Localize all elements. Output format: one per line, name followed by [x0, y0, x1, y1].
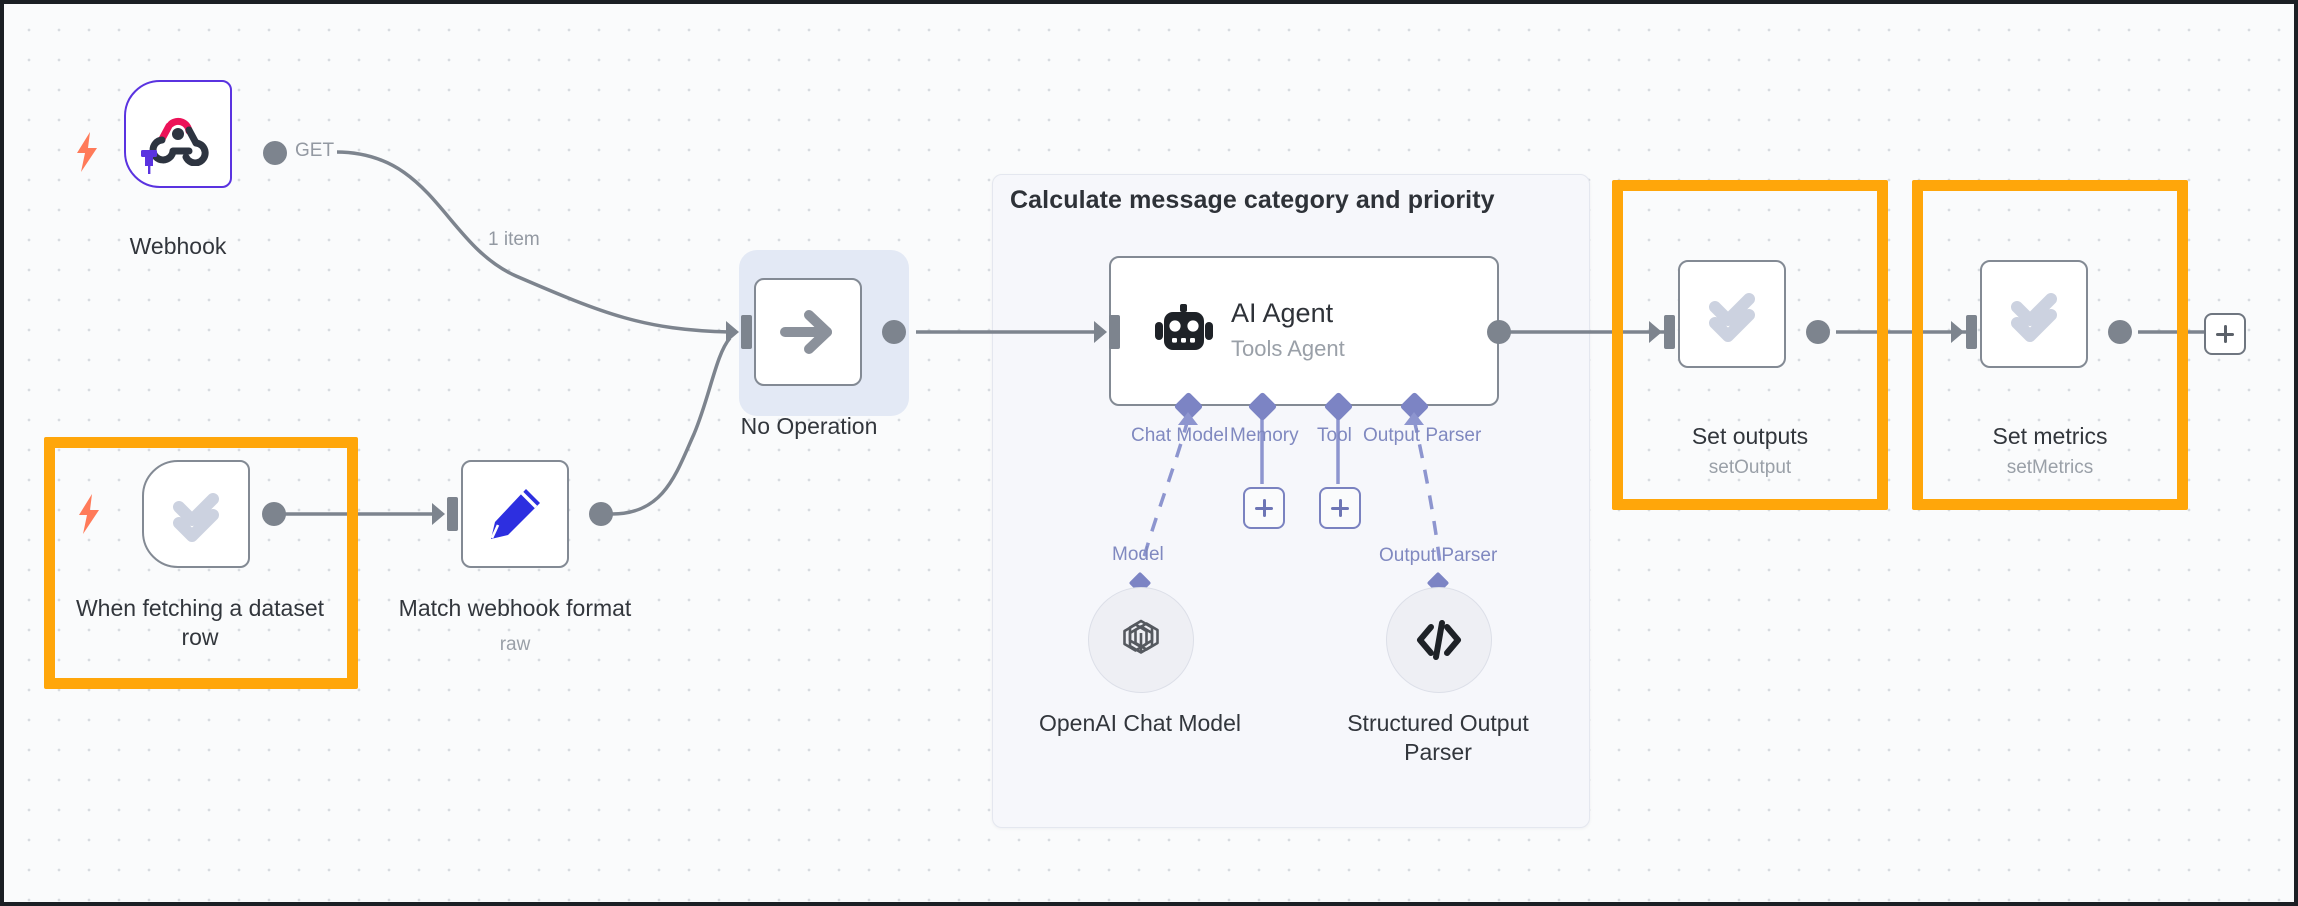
double-check-icon — [165, 483, 227, 545]
add-memory-button[interactable] — [1243, 487, 1285, 529]
input-endpoint-set-metrics[interactable] — [1966, 315, 1977, 349]
connection-label-items: 1 item — [485, 229, 543, 251]
arrow-right-icon — [777, 301, 839, 363]
openai-icon — [1116, 615, 1166, 665]
port-label-tool: Tool — [1317, 425, 1352, 446]
node-sublabel-match-webhook-format: raw — [499, 634, 531, 655]
node-label-set-outputs: Set outputs — [1691, 423, 1809, 449]
code-brackets-icon — [1414, 618, 1464, 662]
input-arrow-set-outputs — [1649, 321, 1662, 343]
node-label-when-fetching-a-dataset-row: When fetching a dataset row — [75, 595, 325, 651]
port-label-memory: Memory — [1230, 425, 1299, 446]
node-label-openai-chat-model: OpenAI Chat Model — [1038, 710, 1241, 736]
output-endpoint-dataset-row[interactable] — [262, 502, 286, 526]
node-set-metrics[interactable] — [1980, 260, 2088, 368]
add-tool-button[interactable] — [1319, 487, 1361, 529]
highlight-box-set-metrics — [1912, 180, 2188, 510]
output-endpoint-set-outputs[interactable] — [1806, 320, 1830, 344]
input-arrow-set-metrics — [1951, 321, 1964, 343]
port-label-chat-model: Chat Model — [1131, 425, 1229, 446]
node-ai-agent[interactable]: AI Agent Tools Agent — [1109, 256, 1499, 406]
output-endpoint-match-webhook-format[interactable] — [589, 502, 613, 526]
port-label-output-parser: Output Parser — [1363, 425, 1482, 446]
node-when-fetching-a-dataset-row[interactable] — [142, 460, 250, 568]
input-endpoint-ai-agent[interactable] — [1109, 315, 1120, 349]
output-endpoint-ai-agent[interactable] — [1487, 320, 1511, 344]
node-webhook[interactable] — [124, 80, 232, 188]
input-arrow-ai-agent — [1094, 321, 1107, 343]
output-endpoint-set-metrics[interactable] — [2108, 320, 2132, 344]
node-label-match-webhook-format: Match webhook format — [398, 595, 632, 621]
double-check-icon — [1701, 283, 1763, 345]
pin-icon — [136, 148, 162, 176]
highlight-box-set-outputs — [1612, 180, 1888, 510]
port-arrow-chat-model — [1178, 412, 1198, 425]
input-arrow-no-operation — [726, 321, 739, 343]
robot-icon — [1155, 302, 1213, 360]
node-sublabel-set-metrics: setMetrics — [2006, 457, 2094, 478]
node-label-no-operation: No Operation — [740, 413, 878, 439]
node-match-webhook-format[interactable] — [461, 460, 569, 568]
connector-label-model: Model — [1112, 544, 1164, 565]
pencil-icon — [486, 485, 544, 543]
sticky-note-title: Calculate message category and priority — [1010, 186, 1495, 214]
input-endpoint-set-outputs[interactable] — [1664, 315, 1675, 349]
add-next-node-button[interactable] — [2204, 313, 2246, 355]
node-set-outputs[interactable] — [1678, 260, 1786, 368]
input-endpoint-no-operation[interactable] — [741, 315, 752, 349]
subnode-openai-chat-model[interactable] — [1088, 587, 1194, 693]
subnode-structured-output-parser[interactable] — [1386, 587, 1492, 693]
double-check-icon — [2003, 283, 2065, 345]
highlight-box-when-fetching-a-dataset-row — [44, 437, 358, 689]
node-label-webhook: Webhook — [129, 233, 227, 259]
connection-label-get: GET — [292, 140, 338, 162]
node-label-structured-output-parser: Structured Output Parser — [1347, 710, 1529, 766]
trigger-bolt-icon-dataset-row — [76, 494, 102, 534]
connector-label-output-parser: Output Parser — [1379, 545, 1498, 566]
trigger-bolt-icon-webhook — [74, 132, 100, 172]
output-endpoint-no-operation[interactable] — [882, 320, 906, 344]
port-arrow-output-parser — [1404, 412, 1424, 425]
node-label-ai-agent: AI Agent — [1231, 298, 1334, 329]
output-endpoint-webhook[interactable] — [263, 141, 287, 165]
input-endpoint-match-webhook-format[interactable] — [447, 497, 458, 531]
node-no-operation[interactable] — [754, 278, 862, 386]
node-label-set-metrics: Set metrics — [1992, 423, 2108, 449]
webhook-icon — [146, 102, 210, 166]
node-sublabel-ai-agent: Tools Agent — [1231, 335, 1345, 361]
input-arrow-match-webhook-format — [432, 503, 445, 525]
node-sublabel-set-outputs: setOutput — [1708, 457, 1792, 478]
